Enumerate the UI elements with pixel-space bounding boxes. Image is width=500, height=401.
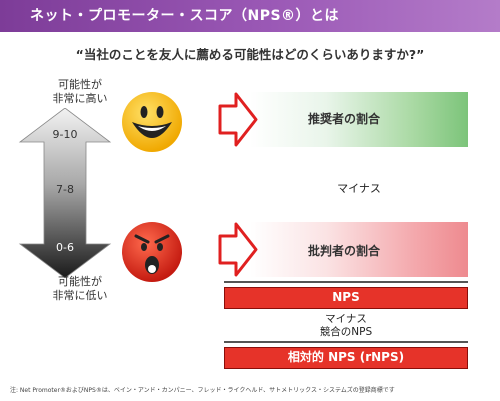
competitor-nps-block: マイナス 競合のNPS xyxy=(224,313,468,339)
promoter-bar xyxy=(250,92,468,147)
scale-bottom-label: 可能性が 非常に低い xyxy=(40,275,120,303)
right-arrow-icon xyxy=(218,222,258,277)
scale-top-label-line2: 非常に高い xyxy=(52,92,108,105)
range-low-label: 0-6 xyxy=(56,241,74,254)
footnote: 注: Net Promoter®およびNPS®は、ベイン・アンド・カンパニー、フ… xyxy=(10,387,395,394)
divider-line xyxy=(224,341,468,343)
minus-label-2: マイナス xyxy=(325,313,367,325)
detractor-bar xyxy=(250,222,468,277)
divider-line xyxy=(224,281,468,283)
minus-label: マイナス xyxy=(337,182,381,195)
nps-box: NPS xyxy=(224,287,468,309)
page-title: ネット・プロモーター・スコア（NPS®）とは xyxy=(0,0,500,32)
happy-face-icon xyxy=(122,92,182,152)
detractor-label: 批判者の割合 xyxy=(308,244,381,258)
promoter-label: 推奨者の割合 xyxy=(308,112,381,126)
range-mid-label: 7-8 xyxy=(56,183,74,196)
double-arrow-icon xyxy=(18,108,112,278)
angry-face-icon xyxy=(122,222,182,282)
survey-question: “当社のことを友人に薦める可能性はどのくらいありますか?” xyxy=(75,47,425,62)
range-high-label: 9-10 xyxy=(52,128,78,141)
scale-top-label-line1: 可能性が xyxy=(58,78,102,91)
right-arrow-icon xyxy=(218,92,258,147)
scale-bottom-label-line2: 非常に低い xyxy=(52,289,108,302)
scale-bottom-label-line1: 可能性が xyxy=(58,275,102,288)
scale-top-label: 可能性が 非常に高い xyxy=(40,78,120,106)
competitor-nps-label: 競合のNPS xyxy=(319,326,373,338)
rnps-box: 相対的 NPS (rNPS) xyxy=(224,347,468,369)
